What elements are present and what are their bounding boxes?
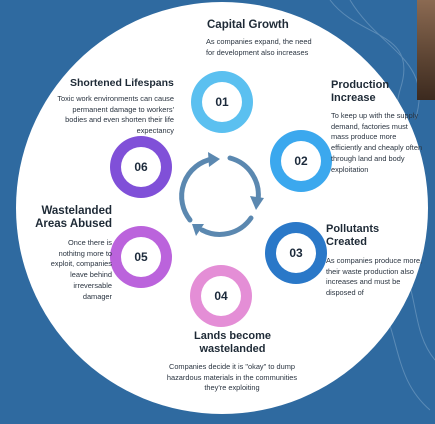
- step-3-description: As companies produce more, their waste p…: [326, 256, 423, 298]
- step-6-description: Toxic work environments can cause perman…: [57, 94, 174, 136]
- step-4-node: 04: [190, 265, 252, 327]
- step-4-description: Companies decide it is "okay" to dump ha…: [166, 362, 298, 393]
- step-4-number: 04: [201, 276, 241, 316]
- step-3-number: 03: [276, 233, 316, 273]
- photo-edge: [417, 0, 435, 100]
- step-4-title: Lands become wastelanded: [193, 330, 272, 355]
- step-2-title: Production Increase: [331, 79, 390, 104]
- step-5-description: Once there is nothitng more to exploit, …: [50, 238, 112, 301]
- step-6-number: 06: [121, 147, 161, 187]
- cycle-background-circle: [16, 2, 428, 414]
- step-5-title: Wastelanded Areas Abused: [35, 205, 112, 231]
- step-3-node: 03: [265, 222, 327, 284]
- step-1-description: As companies expand, the need for develo…: [206, 37, 312, 57]
- step-1-node: 01: [191, 71, 253, 133]
- step-2-node: 02: [270, 130, 332, 192]
- step-6-title: Shortened Lifespans: [70, 77, 174, 89]
- step-2-description: To keep up with the supply demand, facto…: [331, 111, 423, 174]
- step-5-number: 05: [121, 237, 161, 277]
- step-1-title: Capital Growth: [207, 19, 289, 31]
- step-5-node: 05: [110, 226, 172, 288]
- step-2-number: 02: [281, 141, 321, 181]
- cycle-arrows-icon: [179, 152, 264, 237]
- step-3-title: Pollutants Created: [326, 223, 380, 248]
- step-1-number: 01: [202, 82, 242, 122]
- step-6-node: 06: [110, 136, 172, 198]
